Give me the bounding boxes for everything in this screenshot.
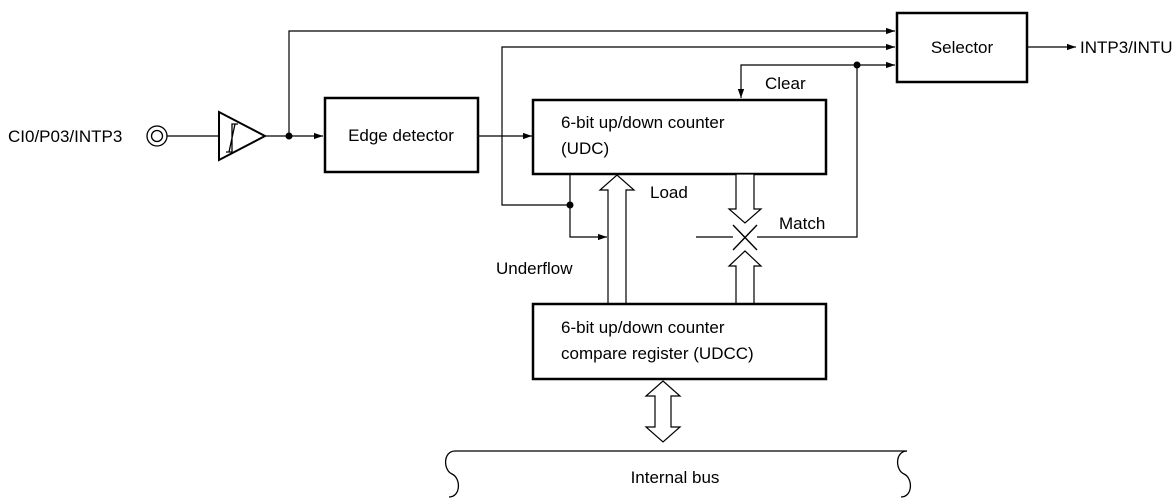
pin-terminal-icon	[146, 125, 168, 147]
selector-label: Selector	[931, 38, 994, 57]
udcc-label-line1: 6-bit up/down counter	[561, 318, 725, 337]
udcc-block	[531, 302, 828, 381]
match-label: Match	[779, 214, 825, 233]
edge-detector-label: Edge detector	[348, 126, 454, 145]
clear-label: Clear	[765, 74, 806, 93]
edge-detector-block	[323, 96, 480, 174]
internal-bus-label: Internal bus	[631, 468, 720, 487]
udc-compare-arrow	[727, 173, 763, 224]
udc-block	[531, 98, 828, 176]
udcc-label-line2: compare register (UDCC)	[561, 344, 754, 363]
internal-bus-link-arrow	[644, 380, 682, 443]
udcc-compare-arrow	[727, 250, 763, 305]
direct-to-selector-wire	[288, 27, 895, 136]
comparator-icon	[732, 224, 758, 251]
match-to-selector-wire	[757, 61, 895, 238]
clear-wire	[737, 64, 857, 98]
underflow-to-load-wire	[569, 174, 607, 241]
udc-label-line2: (UDC)	[561, 139, 609, 158]
load-label: Load	[650, 183, 688, 202]
input-pin-label: CI0/P03/INTP3	[8, 127, 122, 146]
bus-right-brace	[896, 450, 912, 498]
underflow-label: Underflow	[496, 259, 573, 278]
load-bus-arrow	[598, 174, 636, 305]
bus-left-brace	[444, 450, 460, 498]
underflow-to-selector-wire	[501, 43, 895, 206]
udc-label-line1: 6-bit up/down counter	[561, 113, 725, 132]
schmitt-buffer-icon	[218, 110, 268, 162]
output-label: INTP3/INTUD	[1080, 38, 1173, 57]
